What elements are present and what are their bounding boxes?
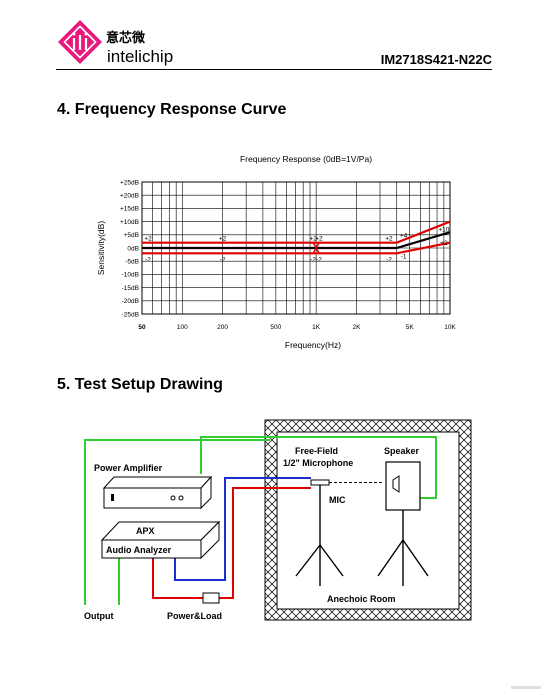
- series-line: [142, 220, 451, 244]
- load-resistor: [202, 592, 220, 604]
- y-tick-label: -20dB: [122, 298, 139, 305]
- audio-analyzer-label: Audio Analyzer: [106, 545, 172, 555]
- tolerance-label: -1: [401, 254, 407, 261]
- x-tick-label: 50: [138, 324, 146, 331]
- tolerance-label: +2: [440, 240, 448, 247]
- x-tick-label: 1K: [312, 324, 321, 331]
- y-tick-label: -25dB: [122, 311, 139, 318]
- series-line: [142, 241, 451, 255]
- chart-ticks: +25dB +20dB +15dB +10dB +5dB 0dB -5dB -10dB -15d…: [120, 179, 456, 331]
- footer-mark: [511, 686, 541, 689]
- chart-series: [142, 220, 451, 255]
- x-tick-label: 5K: [406, 324, 415, 331]
- tolerance-label: -2: [316, 256, 322, 263]
- chart-x-axis-label: Frequency(Hz): [285, 340, 341, 350]
- brand-chinese-name: 意芯微: [106, 31, 146, 46]
- y-tick-label: +10dB: [120, 219, 139, 226]
- speaker-icon: [377, 461, 429, 586]
- anechoic-room-label: Anechoic Room: [327, 594, 396, 604]
- x-tick-label: 500: [270, 324, 281, 331]
- microphone-icon: [295, 479, 384, 586]
- x-tick-label: 2K: [352, 324, 361, 331]
- green-wires: [84, 436, 437, 605]
- brand-name: intelichip: [107, 47, 174, 66]
- frequency-response-chart: Frequency Response (0dB=1V/Pa) +25dB+20d…: [96, 154, 456, 350]
- power-amplifier-label: Power Amplifier: [94, 463, 163, 473]
- document-code: IM2718S421-N22C: [380, 52, 492, 67]
- apx-label: APX: [136, 526, 155, 536]
- tolerance-label: +2: [309, 236, 317, 243]
- y-tick-label: -10dB: [122, 272, 139, 279]
- tolerance-label: -2: [386, 256, 392, 263]
- output-label: Output: [84, 611, 114, 621]
- free-field-label: Free-Field: [295, 446, 338, 456]
- header-divider: [56, 69, 492, 70]
- section-title-test-setup: 5. Test Setup Drawing: [57, 376, 223, 393]
- microphone-type-label: 1/2" Microphone: [283, 458, 353, 468]
- blue-wire: [174, 477, 311, 581]
- crossing-mark: [312, 242, 320, 254]
- y-tick-label: -15dB: [122, 285, 139, 292]
- x-tick-label: 100: [177, 324, 188, 331]
- intelichip-logo-icon: [58, 20, 102, 64]
- y-tick-label: +25dB: [120, 179, 139, 186]
- red-wires: [152, 487, 311, 599]
- y-tick-label: +15dB: [120, 206, 139, 213]
- power-load-label: Power&Load: [167, 611, 222, 621]
- y-tick-label: +5dB: [124, 232, 139, 239]
- tolerance-label: +2: [144, 236, 152, 243]
- power-amplifier: [102, 475, 213, 510]
- tolerance-label: +2: [219, 236, 227, 243]
- tolerance-label: -2: [145, 256, 151, 263]
- series-line: [142, 231, 451, 250]
- x-tick-label: 10K: [444, 324, 456, 331]
- speaker-label: Speaker: [384, 446, 420, 456]
- y-tick-label: -5dB: [125, 259, 139, 266]
- chart-annotations: +2+2+2+2+2+4+10-2-2-2-2-2-1+2: [144, 226, 449, 263]
- tolerance-label: +10: [438, 226, 449, 233]
- y-tick-label: +20dB: [120, 193, 139, 200]
- tolerance-label: -2: [310, 256, 316, 263]
- chart-y-axis-label: Sensitivity(dB): [96, 221, 106, 275]
- tolerance-label: +2: [385, 236, 393, 243]
- x-tick-label: 200: [217, 324, 228, 331]
- chart-title: Frequency Response (0dB=1V/Pa): [240, 154, 372, 164]
- section-title-frequency-response: 4. Frequency Response Curve: [57, 101, 287, 118]
- tolerance-label: +2: [315, 236, 323, 243]
- mic-label: MIC: [329, 495, 346, 505]
- audio-analyzer: [100, 520, 221, 560]
- y-tick-label: 0dB: [127, 245, 139, 252]
- tolerance-label: +4: [400, 232, 408, 239]
- tolerance-label: -2: [220, 256, 226, 263]
